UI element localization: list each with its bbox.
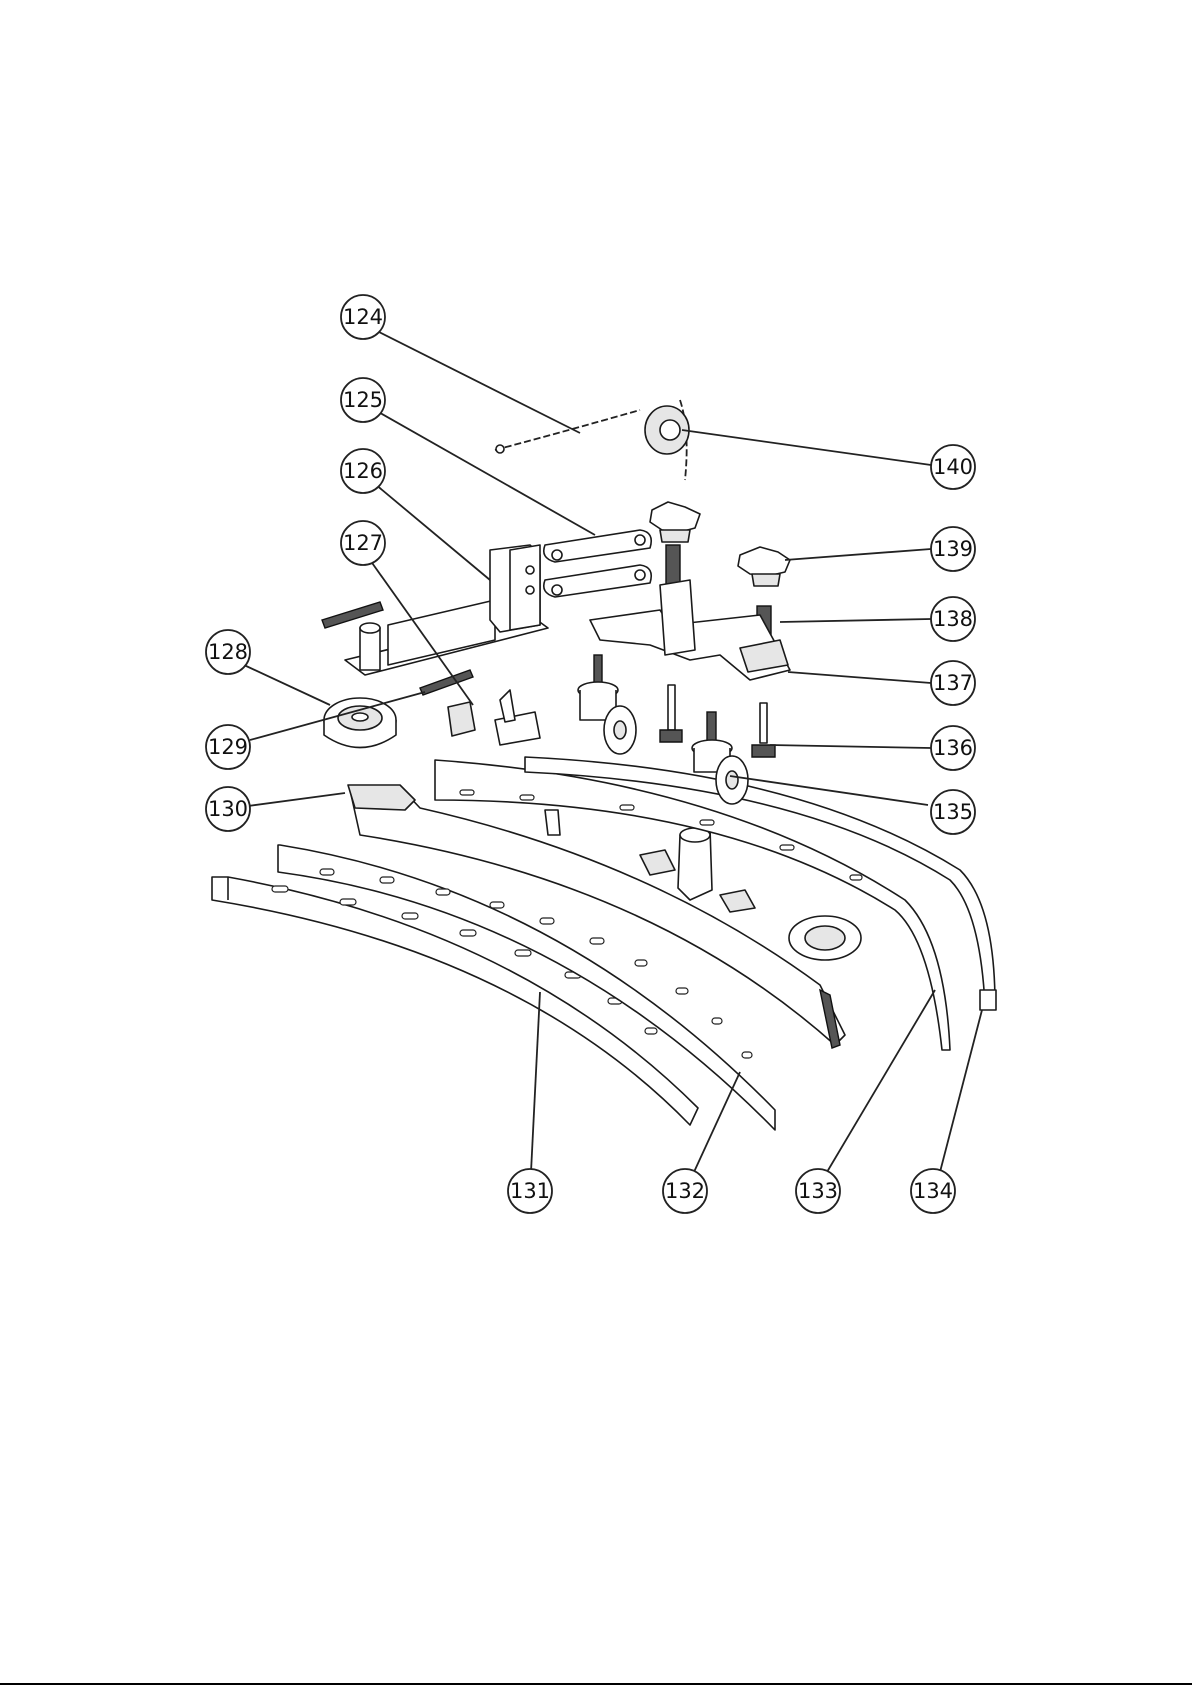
mounting-plate-137 <box>590 580 790 680</box>
latch-127 <box>448 690 540 745</box>
callout-label-124: 124 <box>343 305 383 329</box>
callout-label-131: 131 <box>510 1179 550 1203</box>
callout-136: 136 <box>931 726 975 770</box>
callout-140: 140 <box>931 445 975 489</box>
spring-left-lower <box>420 670 473 695</box>
callout-129: 129 <box>206 725 250 769</box>
callout-label-132: 132 <box>665 1179 705 1203</box>
callout-137: 137 <box>931 661 975 705</box>
callout-label-135: 135 <box>933 800 973 824</box>
knob-top <box>650 502 700 542</box>
callout-127: 127 <box>341 521 385 565</box>
callout-label-137: 137 <box>933 671 973 695</box>
stud-left <box>660 685 682 742</box>
callout-label-130: 130 <box>208 797 248 821</box>
stud-136 <box>752 703 775 757</box>
callout-138: 138 <box>931 597 975 641</box>
callout-134: 134 <box>911 1169 955 1213</box>
callout-label-140: 140 <box>933 455 973 479</box>
callout-126: 126 <box>341 449 385 493</box>
spring-top <box>666 545 680 585</box>
callout-label-134: 134 <box>913 1179 953 1203</box>
callout-label-125: 125 <box>343 388 383 412</box>
callout-label-129: 129 <box>208 735 248 759</box>
squeegee-frame-130 <box>348 785 861 1048</box>
castor-left <box>578 655 636 754</box>
callout-label-126: 126 <box>343 459 383 483</box>
callout-139: 139 <box>931 527 975 571</box>
callout-label-136: 136 <box>933 736 973 760</box>
callout-label-133: 133 <box>798 1179 838 1203</box>
callout-label-138: 138 <box>933 607 973 631</box>
callout-135: 135 <box>931 790 975 834</box>
callout-132: 132 <box>663 1169 707 1213</box>
callout-133: 133 <box>796 1169 840 1213</box>
callout-label-127: 127 <box>343 531 383 555</box>
callout-124: 124 <box>341 295 385 339</box>
wheel-129 <box>324 698 396 748</box>
knob-139 <box>738 547 790 586</box>
link-plates-125 <box>544 530 652 597</box>
callout-131: 131 <box>508 1169 552 1213</box>
callout-125: 125 <box>341 378 385 422</box>
callout-130: 130 <box>206 787 250 831</box>
callout-128: 128 <box>206 630 250 674</box>
callout-label-128: 128 <box>208 640 248 664</box>
callout-label-139: 139 <box>933 537 973 561</box>
